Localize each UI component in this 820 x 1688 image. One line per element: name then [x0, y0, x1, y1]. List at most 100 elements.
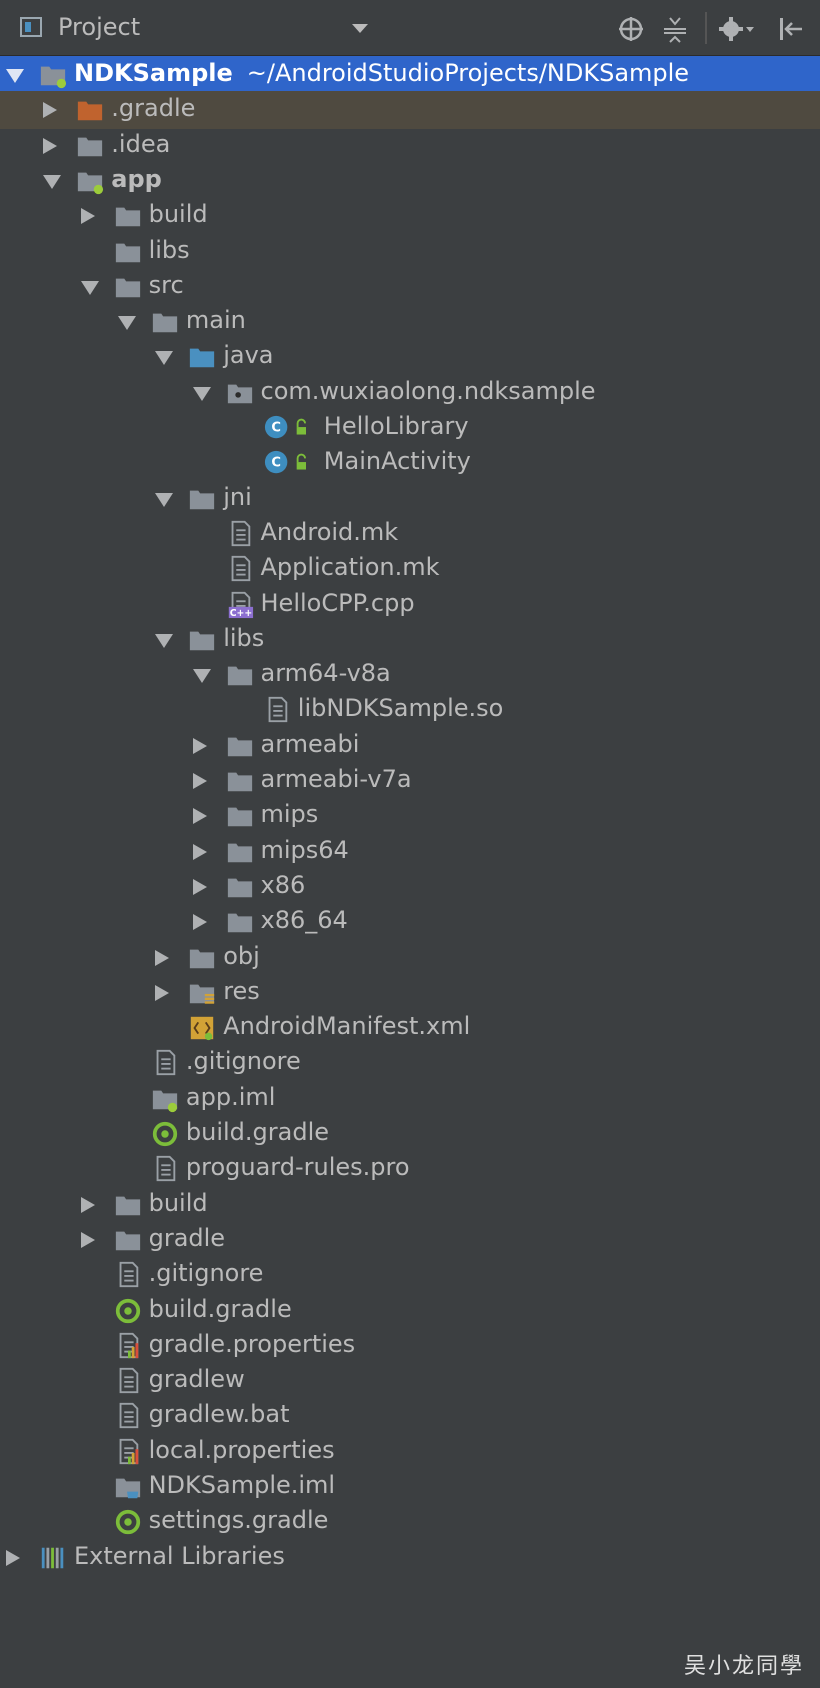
tree-node[interactable]: jni [0, 480, 820, 518]
project-view-title[interactable]: Project [58, 13, 141, 41]
expand-arrow-right-icon[interactable] [80, 1231, 95, 1248]
expand-arrow-down-icon[interactable] [155, 351, 174, 366]
tree-node[interactable]: libs [0, 233, 820, 271]
tree-node-name: res [223, 976, 260, 1005]
tree-node-name: NDKSample.iml [148, 1471, 336, 1499]
expand-arrow-down-icon[interactable] [80, 280, 99, 295]
tree-node-name: java [223, 341, 274, 370]
tree-node-name: gradlew.bat [148, 1400, 290, 1429]
tree-node-label: gradle.properties [149, 1330, 356, 1358]
expand-arrow-right-icon[interactable] [43, 137, 58, 154]
tree-node[interactable]: NDKSample~/AndroidStudioProjects/NDKSamp… [0, 56, 820, 94]
expand-arrow-right-icon[interactable] [192, 737, 207, 754]
tree-node[interactable]: .gitignore [0, 1256, 820, 1294]
libraries-icon [41, 1547, 64, 1568]
expand-arrow-right-icon[interactable] [192, 878, 207, 895]
tree-node[interactable]: x86_64 [0, 903, 820, 941]
hide-panel-icon[interactable] [776, 14, 806, 44]
expand-arrow-right-icon[interactable] [155, 984, 170, 1001]
tree-node[interactable]: libNDKSample.so [0, 691, 820, 729]
folder-icon [227, 913, 252, 933]
expand-arrow-right-icon[interactable] [43, 102, 58, 119]
expand-arrow-right-icon[interactable] [155, 949, 170, 966]
tree-node[interactable]: External Libraries [0, 1539, 820, 1577]
tree-node[interactable]: .gitignore [0, 1044, 820, 1082]
tree-node[interactable]: proguard-rules.pro [0, 1150, 820, 1188]
tree-node[interactable]: mips64 [0, 833, 820, 871]
tree-node[interactable]: local.properties [0, 1433, 820, 1471]
tree-node[interactable]: AndroidManifest.xml [0, 1009, 820, 1047]
iml-module-icon [152, 1090, 178, 1112]
tree-node-name: obj [223, 941, 260, 970]
expand-arrow-down-icon[interactable] [192, 386, 211, 401]
tree-node-name: proguard-rules.pro [185, 1153, 410, 1182]
tree-node[interactable]: armeabi-v7a [0, 762, 820, 800]
tree-node-label: build [149, 200, 208, 228]
tree-node[interactable]: main [0, 303, 820, 341]
tree-node-label: x86_64 [261, 906, 348, 934]
expand-arrow-right-icon[interactable] [6, 1549, 20, 1566]
tree-node-name: x86 [260, 870, 306, 899]
tree-node[interactable]: build [0, 197, 820, 235]
tree-node[interactable]: com.wuxiaolong.ndksample [0, 374, 820, 412]
collapse-all-icon[interactable] [660, 14, 690, 44]
expand-arrow-right-icon[interactable] [80, 208, 95, 225]
tree-node[interactable]: gradle [0, 1221, 820, 1259]
tree-node[interactable]: x86 [0, 868, 820, 906]
tree-node[interactable]: NDKSample.iml [0, 1468, 820, 1506]
expand-arrow-down-icon[interactable] [6, 69, 24, 83]
tree-node-label: .gitignore [186, 1047, 301, 1075]
crosshair-icon[interactable] [616, 14, 646, 44]
tree-node[interactable]: Application.mk [0, 550, 820, 588]
tree-node[interactable]: .idea [0, 127, 820, 165]
expand-arrow-down-icon[interactable] [155, 492, 174, 507]
tree-node-label: .idea [111, 130, 170, 158]
folder-icon [227, 666, 252, 686]
tree-node[interactable]: app [0, 162, 820, 200]
tree-node[interactable]: armeabi [0, 727, 820, 765]
tree-node[interactable]: java [0, 338, 820, 376]
folder-icon [115, 207, 140, 227]
project-view-icon[interactable] [20, 16, 42, 38]
tree-node[interactable]: C++HelloCPP.cpp [0, 586, 820, 624]
tree-node[interactable]: res [0, 974, 820, 1012]
toolbar-divider [705, 12, 707, 44]
expand-arrow-down-icon[interactable] [155, 633, 174, 648]
gear-icon[interactable] [718, 14, 758, 44]
tree-node-name: libNDKSample.so [297, 694, 504, 723]
tree-node-name: mips [260, 800, 319, 829]
expand-arrow-down-icon[interactable] [192, 669, 211, 684]
tree-node[interactable]: src [0, 268, 820, 306]
folder-icon [190, 949, 215, 968]
tree-node[interactable]: mips [0, 797, 820, 835]
tree-node[interactable]: build [0, 1186, 820, 1224]
expand-arrow-right-icon[interactable] [192, 808, 207, 825]
expand-arrow-right-icon[interactable] [80, 1196, 95, 1213]
tree-node[interactable]: gradlew [0, 1362, 820, 1400]
tree-node[interactable]: settings.gradle [0, 1503, 820, 1541]
tree-node[interactable]: .gradle [0, 91, 820, 130]
expand-arrow-right-icon[interactable] [192, 914, 207, 931]
tree-node[interactable]: gradle.properties [0, 1327, 820, 1365]
tree-node[interactable]: arm64-v8a [0, 656, 820, 694]
tree-node[interactable]: libs [0, 621, 820, 659]
tree-node-label: NDKSample.iml [149, 1471, 336, 1499]
chevron-down-icon[interactable] [352, 24, 368, 33]
source-folder-icon [190, 348, 215, 368]
expand-arrow-right-icon[interactable] [192, 843, 207, 860]
properties-file-icon [119, 1438, 138, 1464]
tree-node[interactable]: Android.mk [0, 515, 820, 553]
tree-node-label: armeabi [261, 730, 360, 758]
tree-node-label: local.properties [149, 1436, 335, 1464]
tree-node[interactable]: gradlew.bat [0, 1397, 820, 1435]
tree-node[interactable]: build.gradle [0, 1115, 820, 1153]
tree-node[interactable]: build.gradle [0, 1292, 820, 1330]
expand-arrow-right-icon[interactable] [192, 773, 207, 789]
tree-node[interactable]: obj [0, 939, 820, 977]
expand-arrow-down-icon[interactable] [43, 174, 62, 189]
tree-node[interactable]: app.iml [0, 1080, 820, 1118]
folder-icon [115, 1231, 140, 1251]
expand-arrow-down-icon[interactable] [117, 316, 136, 331]
